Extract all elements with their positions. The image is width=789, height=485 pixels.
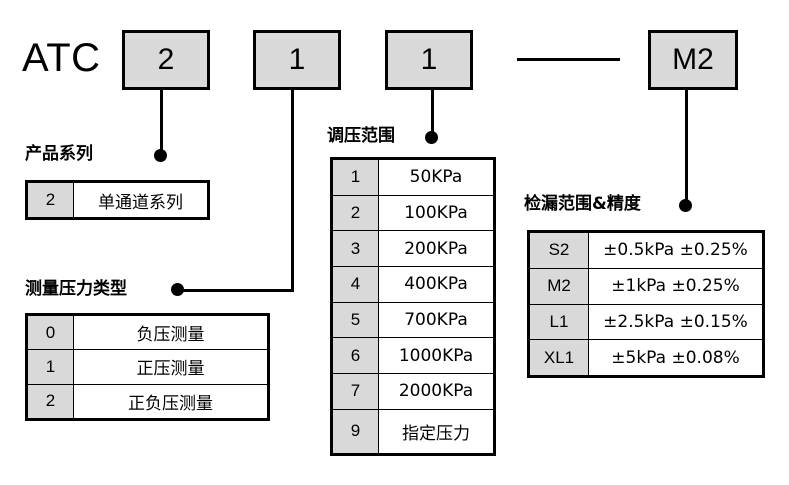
code-box-series[interactable]: 2 bbox=[122, 30, 210, 90]
caption-leak-range-accuracy: 检漏范围&精度 bbox=[524, 194, 641, 214]
table-row[interactable]: M2 ±1kPa ±0.25% bbox=[529, 267, 763, 305]
table-row[interactable]: 9 指定压力 bbox=[332, 408, 494, 455]
product-prefix-label: ATC bbox=[22, 36, 101, 80]
table-leak-range-accuracy: S2 ±0.5kPa ±0.25% M2 ±1kPa ±0.25% L1 ±2.… bbox=[527, 230, 765, 378]
cell-code: 3 bbox=[332, 230, 379, 268]
table-row[interactable]: 1 50KPa bbox=[332, 159, 494, 196]
cell-code: S2 bbox=[529, 232, 589, 269]
cell-description: 700KPa bbox=[378, 301, 494, 339]
cell-description: 2000KPa bbox=[378, 373, 494, 410]
connector-line-series bbox=[160, 90, 163, 154]
connector-dot-leak-range bbox=[679, 199, 692, 212]
cell-description: 1000KPa bbox=[378, 337, 494, 375]
cell-description: 正负压测量 bbox=[73, 383, 268, 420]
cell-description: 400KPa bbox=[378, 266, 494, 303]
connector-line-pressure-range bbox=[431, 90, 434, 136]
cell-code: 2 bbox=[27, 383, 74, 420]
cell-description: 50KPa bbox=[378, 159, 494, 196]
table-row[interactable]: 6 1000KPa bbox=[332, 337, 494, 375]
cell-code: L1 bbox=[529, 303, 589, 341]
cell-code: 4 bbox=[332, 266, 379, 303]
cell-code: 5 bbox=[332, 301, 379, 339]
code-separator-dash bbox=[517, 58, 620, 61]
cell-description: 正压测量 bbox=[73, 349, 268, 385]
code-box-pressure-range[interactable]: 1 bbox=[385, 30, 473, 90]
cell-code: XL1 bbox=[529, 339, 589, 376]
cell-code: 1 bbox=[332, 159, 379, 196]
cell-description: ±0.5kPa ±0.25% bbox=[588, 232, 763, 269]
connector-line-leak-range bbox=[685, 90, 688, 204]
table-row[interactable]: L1 ±2.5kPa ±0.15% bbox=[529, 303, 763, 341]
table-product-series: 2 单通道系列 bbox=[25, 180, 210, 220]
table-row[interactable]: 0 负压测量 bbox=[27, 314, 268, 351]
cell-code: 0 bbox=[27, 314, 74, 351]
cell-description: 100KPa bbox=[378, 194, 494, 232]
cell-description: 指定压力 bbox=[378, 408, 494, 455]
table-row[interactable]: 2 单通道系列 bbox=[27, 182, 208, 218]
table-row[interactable]: 3 200KPa bbox=[332, 230, 494, 268]
caption-product-series: 产品系列 bbox=[25, 144, 93, 164]
connector-dot-series bbox=[154, 149, 167, 162]
cell-description: ±5kPa ±0.08% bbox=[588, 339, 763, 376]
code-box-leak-range[interactable]: M2 bbox=[648, 30, 738, 90]
cell-code: 9 bbox=[332, 408, 379, 455]
cell-code: 2 bbox=[27, 182, 74, 218]
cell-code: 1 bbox=[27, 349, 74, 385]
code-box-pressure-type[interactable]: 1 bbox=[253, 30, 341, 90]
connector-dot-pressure-type bbox=[171, 283, 184, 296]
caption-pressure-type: 测量压力类型 bbox=[25, 279, 127, 299]
table-row[interactable]: 7 2000KPa bbox=[332, 373, 494, 410]
connector-dot-pressure-range bbox=[425, 131, 438, 144]
caption-pressure-range: 调压范围 bbox=[327, 126, 395, 146]
table-row[interactable]: 4 400KPa bbox=[332, 266, 494, 303]
cell-code: 2 bbox=[332, 194, 379, 232]
cell-code: 7 bbox=[332, 373, 379, 410]
table-pressure-range: 1 50KPa 2 100KPa 3 200KPa 4 400KPa 5 700… bbox=[330, 157, 496, 456]
cell-description: 负压测量 bbox=[73, 314, 268, 351]
table-row[interactable]: 2 100KPa bbox=[332, 194, 494, 232]
table-pressure-type: 0 负压测量 1 正压测量 2 正负压测量 bbox=[25, 313, 270, 421]
cell-code: 6 bbox=[332, 337, 379, 375]
connector-line-pressure-type-horizontal bbox=[178, 289, 294, 292]
table-row[interactable]: 5 700KPa bbox=[332, 301, 494, 339]
table-row[interactable]: S2 ±0.5kPa ±0.25% bbox=[529, 232, 763, 269]
cell-description: ±1kPa ±0.25% bbox=[588, 267, 763, 305]
connector-line-pressure-type-vertical bbox=[291, 90, 294, 289]
table-row[interactable]: XL1 ±5kPa ±0.08% bbox=[529, 339, 763, 376]
cell-code: M2 bbox=[529, 267, 589, 305]
cell-description: ±2.5kPa ±0.15% bbox=[588, 303, 763, 341]
cell-description: 200KPa bbox=[378, 230, 494, 268]
table-row[interactable]: 1 正压测量 bbox=[27, 349, 268, 385]
cell-description: 单通道系列 bbox=[73, 182, 208, 218]
table-row[interactable]: 2 正负压测量 bbox=[27, 383, 268, 420]
